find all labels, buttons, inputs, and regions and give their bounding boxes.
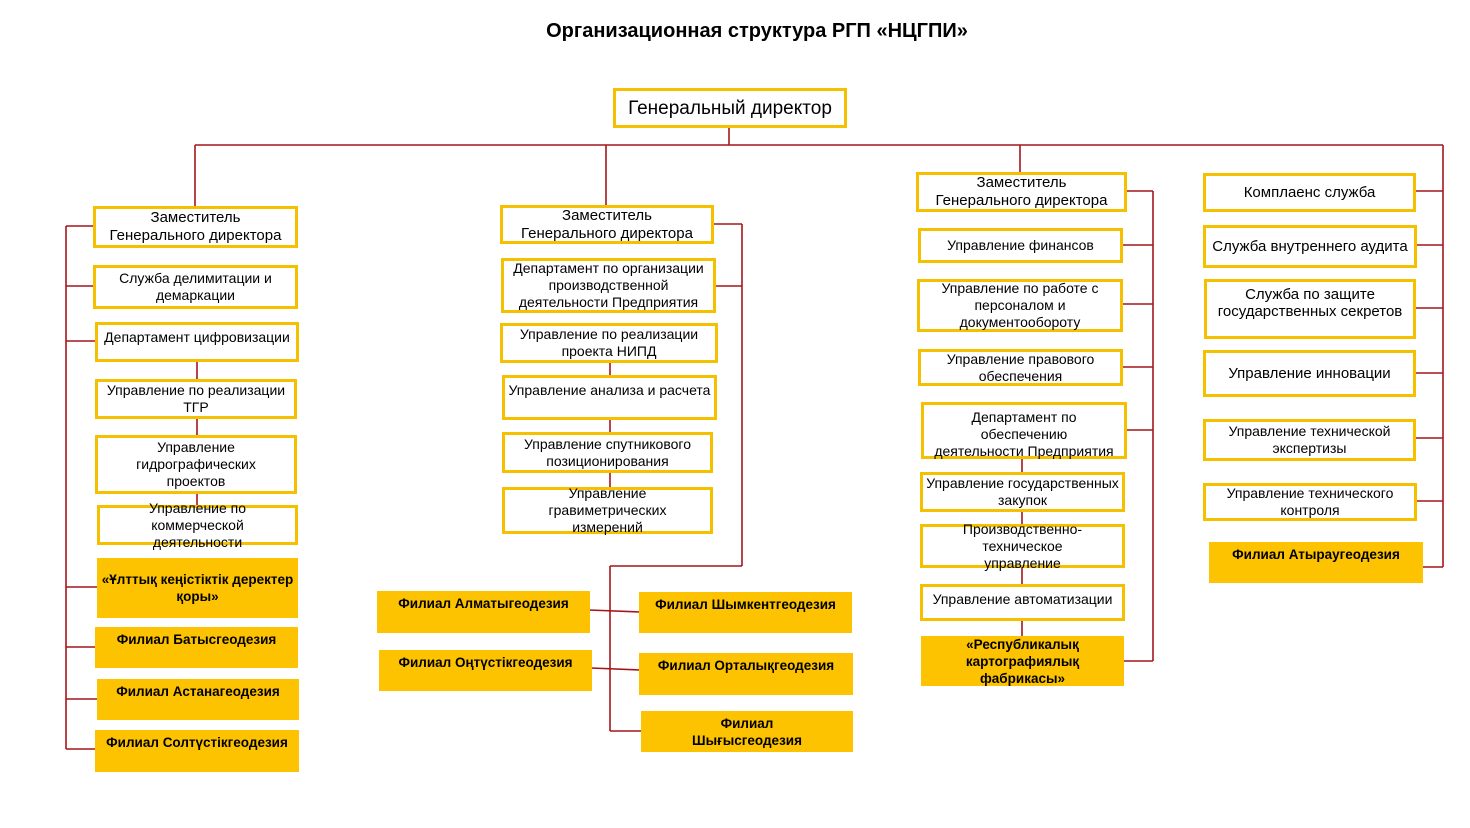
org-unit-box: Управление по коммерческой деятельности <box>97 500 298 550</box>
filial-box: Филиал Алматыгеодезия <box>377 591 590 633</box>
page-title: Организационная структура РГП «НЦГПИ» <box>546 20 968 42</box>
org-unit-box: Управление по работе с персоналом и доку… <box>917 279 1123 332</box>
filial-box: Филиал Атыраугеодезия <box>1209 542 1423 583</box>
org-unit-box: Комплаенс служба <box>1203 173 1416 212</box>
org-unit-box: Управление анализа и расчета <box>502 375 717 420</box>
org-unit-box: Управление финансов <box>918 228 1123 263</box>
deputy-director-box-3: Заместитель Генерального директора <box>916 172 1127 212</box>
org-unit-box: Управление технического контроля <box>1203 483 1417 521</box>
deputy-director-box-1: Заместитель Генерального директора <box>93 206 298 248</box>
org-unit-box: Управление гравиметрических измерений <box>502 485 713 535</box>
org-unit-box: Управление инновации <box>1203 350 1416 397</box>
org-unit-box: Служба внутреннего аудита <box>1203 225 1417 268</box>
org-unit-box: Управление правового обеспечения <box>918 349 1123 386</box>
org-unit-box: Департамент по обеспечению деятельности … <box>921 402 1127 459</box>
org-unit-box: Управление по реализации проекта НИПД <box>500 323 718 363</box>
filial-box: «Республикалық картографиялық фабрикасы» <box>921 636 1124 686</box>
deputy-director-box-2: Заместитель Генерального директора <box>500 205 714 244</box>
org-unit-box: Управление государственных закупок <box>920 472 1125 512</box>
org-unit-box: Управление гидрографических проектов <box>95 435 297 494</box>
filial-box: Филиал Орталықгеодезия <box>639 653 853 695</box>
filial-box: Филиал Батысгеодезия <box>95 627 298 668</box>
org-unit-box: Управление по реализации ТГР <box>95 379 297 419</box>
org-unit-box: Управление автоматизации <box>920 584 1125 621</box>
org-unit-box: Служба по защите государственных секрето… <box>1204 279 1416 339</box>
filial-box: Филиал Оңтүстікгеодезия <box>379 650 592 691</box>
org-unit-box: Служба делимитации и демаркации <box>93 265 298 309</box>
filial-box: Филиал Астанагеодезия <box>97 679 299 720</box>
general-director-box: Генеральный директор <box>613 88 847 128</box>
org-unit-box: Департамент цифровизации <box>95 322 299 362</box>
filial-box: «Ұлттық кеңістіктік деректер қоры» <box>97 558 298 618</box>
org-unit-box: Производственно-техническое управление <box>920 521 1125 571</box>
filial-box: Филиал Шығысгеодезия <box>641 711 853 752</box>
org-unit-box: Управление спутникового позиционирования <box>502 432 713 473</box>
org-unit-box: Департамент по организации производствен… <box>501 258 716 313</box>
filial-box: Филиал Солтүстікгеодезия <box>95 730 299 772</box>
filial-box: Филиал Шымкентгеодезия <box>639 592 852 633</box>
org-unit-box: Управление технической экспертизы <box>1203 419 1416 461</box>
